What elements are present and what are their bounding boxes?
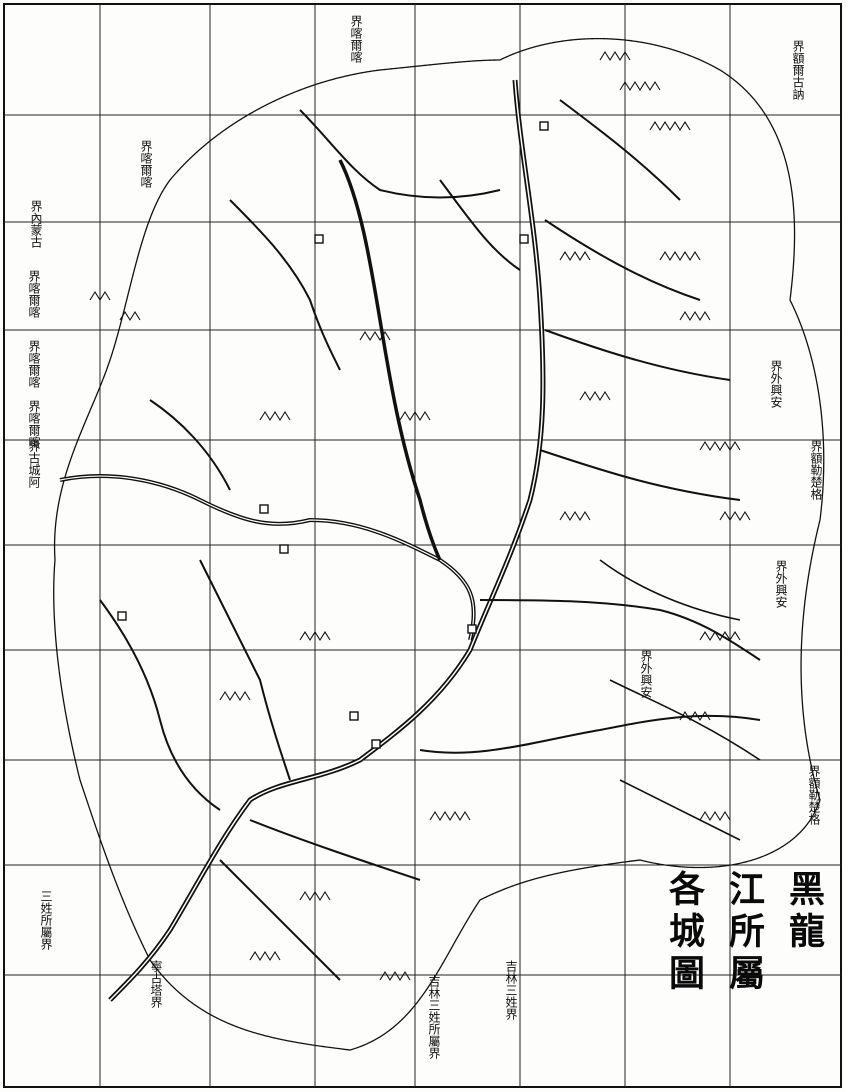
label-jilin-bounds: 吉林三姓所屬界 (427, 975, 441, 1059)
map-title: 黑龍 江所屬 各城圖 (663, 870, 825, 1070)
label-khalkha-2: 界喀爾喀 (349, 15, 363, 63)
label-west-border-4: 界喀爾喀 (27, 400, 41, 448)
label-west-border-3: 界喀爾喀 (27, 340, 41, 388)
city-markers (117, 121, 549, 749)
grid-lines (4, 4, 841, 1087)
label-khalkha-1: 界喀爾喀 (139, 140, 153, 188)
label-east-border-1: 界額勒楚格 (809, 440, 823, 500)
nen-river (338, 159, 442, 561)
label-north-border: 界額爾古訥 (791, 40, 805, 100)
label-northwest-border: 界內蒙古 (29, 200, 43, 248)
title-line-2: 江所屬 (723, 870, 765, 996)
label-upper-2: 界外興安 (774, 560, 788, 608)
rivers (59, 79, 761, 1002)
label-west-border-1: 界古城阿 (27, 440, 41, 488)
title-line-3: 各城圖 (663, 870, 705, 996)
label-west-border-2: 界喀爾喀 (27, 270, 41, 318)
label-sancheng: 三姓所屬界 (39, 890, 53, 950)
heilongjiang-river (108, 79, 546, 1002)
label-east-border-2: 界額勒楚格 (807, 765, 821, 825)
label-jilin-sanxing: 吉林三姓界 (504, 960, 518, 1020)
title-line-1: 黑龍 (783, 870, 825, 954)
mountain-symbols (89, 50, 751, 982)
territory-boundary (53, 38, 825, 1051)
label-ningguta: 寧古塔界 (149, 960, 163, 1008)
label-upper-3: 界外興安 (639, 650, 653, 698)
label-upper-1: 界外興安 (769, 360, 783, 408)
